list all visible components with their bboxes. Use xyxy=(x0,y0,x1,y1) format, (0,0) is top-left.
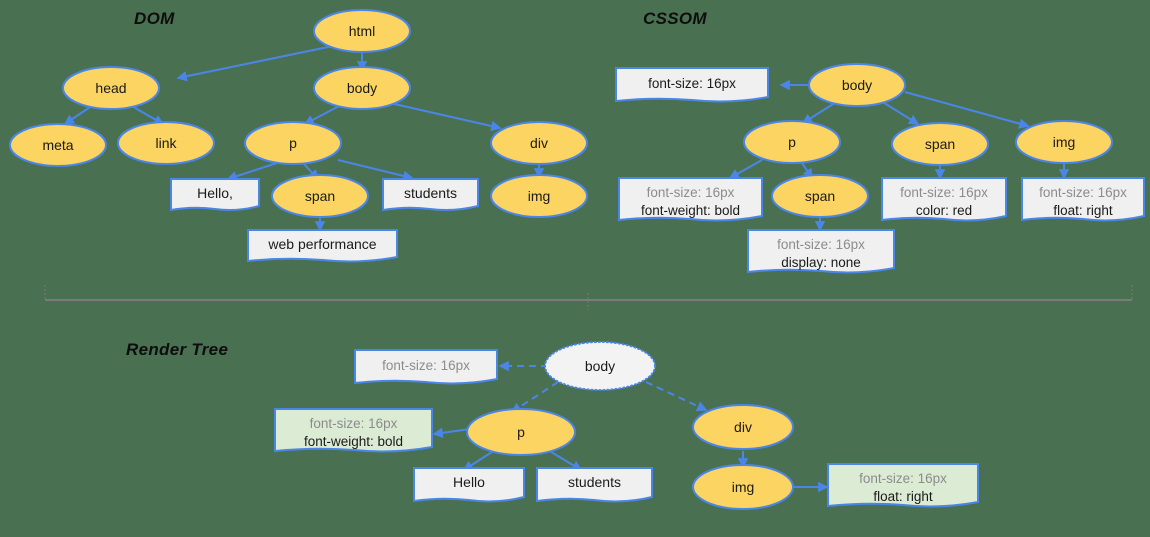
dom-node-html[interactable] xyxy=(313,9,411,53)
cssom-node-span[interactable] xyxy=(891,122,989,166)
render-node-img[interactable] xyxy=(692,464,794,510)
dom-node-body[interactable] xyxy=(313,66,411,110)
render-tree-boxes xyxy=(274,349,979,508)
cssom-section-title: CSSOM xyxy=(643,9,707,28)
dom-text-boxes xyxy=(170,178,479,263)
cssom-node-p[interactable] xyxy=(743,120,841,164)
cssom-node-img[interactable] xyxy=(1015,120,1113,164)
dom-textbox-students[interactable] xyxy=(382,178,479,212)
cssom-node-span-nested[interactable] xyxy=(771,174,869,218)
dom-textbox-webperformance[interactable] xyxy=(247,229,398,263)
dom-node-head[interactable] xyxy=(62,66,160,110)
cssom-rulebox-span-nested[interactable] xyxy=(747,229,895,274)
dom-textbox-hello[interactable] xyxy=(170,178,260,212)
dom-node-img[interactable] xyxy=(490,174,588,218)
render-textbox-students[interactable] xyxy=(536,467,653,503)
cssom-rulebox-img[interactable] xyxy=(1021,177,1145,222)
section-divider xyxy=(44,285,1133,310)
dom-nodes xyxy=(9,9,588,218)
cssom-nodes xyxy=(743,63,1113,218)
cssom-rule-boxes xyxy=(615,67,1145,274)
render-tree-section-title: Render Tree xyxy=(126,340,229,359)
dom-section-title: DOM xyxy=(134,9,175,28)
dom-node-p[interactable] xyxy=(244,121,342,165)
render-rulebox-body[interactable] xyxy=(354,349,498,385)
render-tree-dashed-edges xyxy=(498,360,708,413)
render-textbox-hello[interactable] xyxy=(413,467,525,503)
cssom-node-body[interactable] xyxy=(808,63,906,107)
cssom-rulebox-span[interactable] xyxy=(881,177,1007,222)
render-rulebox-img[interactable] xyxy=(827,463,979,508)
cssom-rulebox-p[interactable] xyxy=(618,177,763,222)
render-node-div[interactable] xyxy=(692,404,794,450)
dom-node-meta[interactable] xyxy=(9,123,107,167)
dom-node-link[interactable] xyxy=(117,121,215,165)
render-node-p[interactable] xyxy=(466,408,576,456)
render-tree-nodes xyxy=(466,341,794,510)
cssom-rulebox-body[interactable] xyxy=(615,67,769,103)
dom-node-div[interactable] xyxy=(490,121,588,165)
dom-node-span[interactable] xyxy=(271,174,369,218)
render-node-body[interactable] xyxy=(544,341,656,391)
render-rulebox-p[interactable] xyxy=(274,408,433,453)
